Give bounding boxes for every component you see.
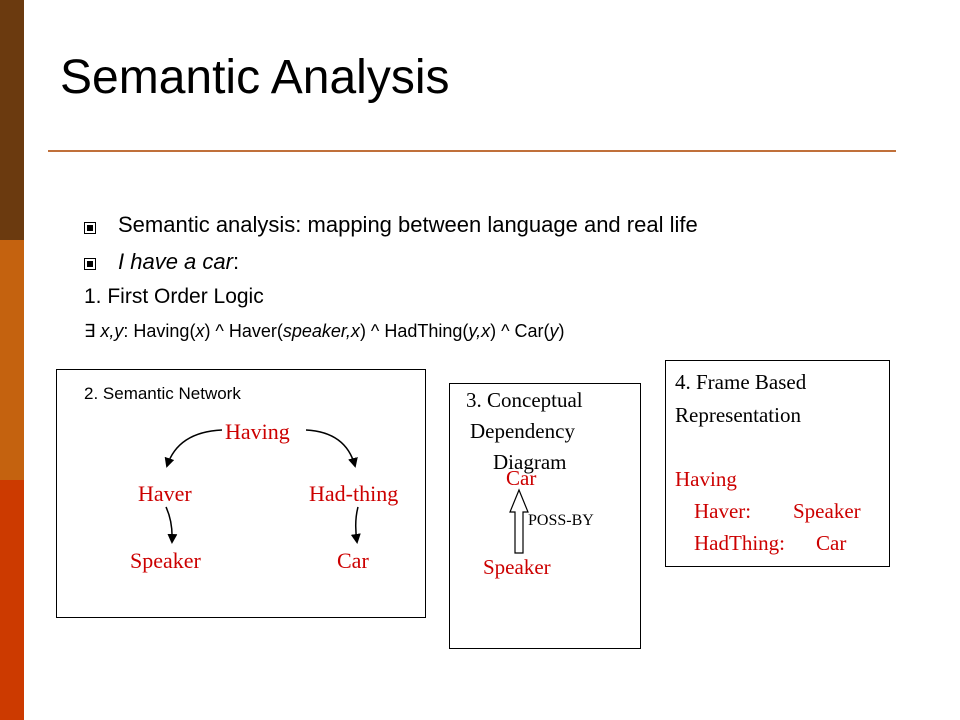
cd-heading-line-1: 3. Conceptual: [466, 388, 583, 412]
semantic-network-box: [56, 369, 426, 618]
poss-by-double-arrow: [509, 488, 529, 554]
frame-heading-line-2: Representation: [675, 403, 801, 427]
frame-haver-key: Haver:: [694, 499, 752, 523]
side-bar-top: [0, 0, 24, 240]
formula-part: ) ^ HadThing(: [359, 321, 469, 341]
formula-part: : Having(: [123, 321, 196, 341]
exists-symbol: ∃: [84, 321, 96, 341]
arrow-having-to-hadthing: [305, 429, 358, 468]
arrow-haver-to-speaker: [165, 506, 178, 544]
formula-part: x,y: [100, 321, 124, 341]
slide-title: Semantic Analysis: [60, 51, 450, 104]
frame-hadthing-key: HadThing:: [694, 531, 785, 555]
formula-part: y: [549, 321, 559, 341]
example-sentence-text: I have a car: [118, 249, 233, 274]
formula-part: ) ^ Car(: [490, 321, 550, 341]
fol-heading: 1. First Order Logic: [84, 285, 264, 308]
cd-heading-line-2: Dependency: [470, 419, 575, 443]
formula-part: speaker,x: [282, 321, 360, 341]
node-had-thing: Had-thing: [309, 481, 399, 506]
formula-part: y,x: [468, 321, 491, 341]
cd-speaker: Speaker: [483, 555, 551, 579]
frame-having: Having: [675, 467, 737, 491]
arrow-having-to-haver: [164, 429, 223, 468]
side-bar-bottom: [0, 480, 24, 720]
formula-part: ) ^ Haver(: [204, 321, 283, 341]
node-car: Car: [337, 548, 369, 573]
example-sentence-colon: :: [232, 249, 240, 274]
cd-car: Car: [506, 466, 537, 490]
fol-formula: ∃ x,y: Having(x) ^ Haver(speaker,x) ^ Ha…: [84, 321, 565, 342]
frame-box: [665, 360, 890, 567]
conceptual-dependency-box: [449, 383, 641, 649]
frame-hadthing-value: Car: [816, 531, 847, 555]
frame-heading-line-1: 4. Frame Based: [675, 370, 807, 394]
bullet-example-sentence: I have a car:: [118, 249, 239, 275]
title-divider: [48, 150, 896, 152]
arrow-hadthing-to-car: [350, 506, 361, 544]
cd-poss-by: POSS-BY: [528, 512, 594, 529]
node-speaker: Speaker: [130, 548, 201, 573]
node-haver: Haver: [138, 481, 192, 506]
side-bar-middle: [0, 240, 24, 480]
cd-heading-line-3: Diagram: [493, 450, 567, 474]
semantic-network-heading: 2. Semantic Network: [84, 384, 241, 403]
frame-haver-value: Speaker: [793, 499, 861, 523]
bullet-semantic-analysis: Semantic analysis: mapping between langu…: [118, 212, 698, 237]
formula-part: ): [558, 321, 565, 341]
node-having: Having: [225, 419, 290, 444]
formula-part: x: [195, 321, 205, 341]
bullet-icon: [84, 258, 96, 270]
bullet-icon: [84, 222, 96, 234]
